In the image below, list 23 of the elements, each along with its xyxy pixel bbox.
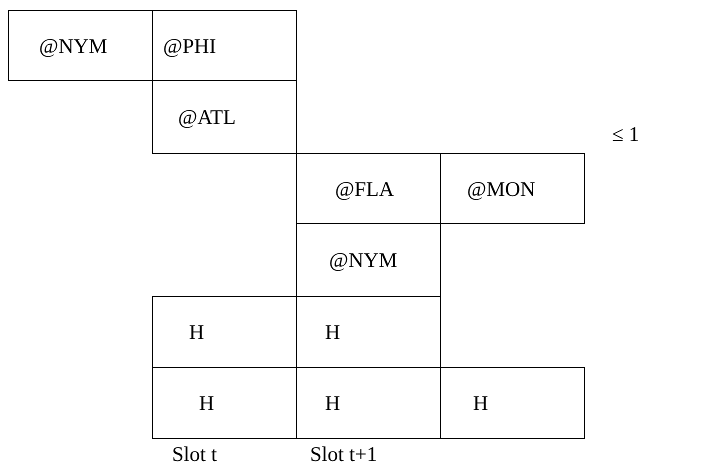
slot-box xyxy=(440,367,585,439)
team-label: H xyxy=(189,322,204,343)
slot-box xyxy=(440,153,585,224)
team-label: @FLA xyxy=(335,178,394,200)
slot-box xyxy=(296,223,441,297)
team-label: @ATL xyxy=(178,107,236,128)
team-label: @NYM xyxy=(39,36,108,56)
team-label: @MON xyxy=(467,178,536,200)
slot-box xyxy=(152,10,297,81)
slot-box xyxy=(8,10,153,81)
slot-box xyxy=(152,296,297,368)
slot-label: Slot t xyxy=(172,444,217,465)
slot-box xyxy=(152,80,297,154)
slot-box xyxy=(296,153,441,224)
team-label: @NYM xyxy=(329,250,398,271)
team-label: H xyxy=(199,393,214,414)
team-label: H xyxy=(473,393,488,414)
team-label: H xyxy=(325,393,340,414)
constraint-label: ≤ 1 xyxy=(612,124,640,145)
team-label: H xyxy=(325,322,340,343)
slot-label: Slot t+1 xyxy=(310,444,378,465)
slot-box xyxy=(152,367,297,439)
team-label: @PHI xyxy=(163,36,216,56)
